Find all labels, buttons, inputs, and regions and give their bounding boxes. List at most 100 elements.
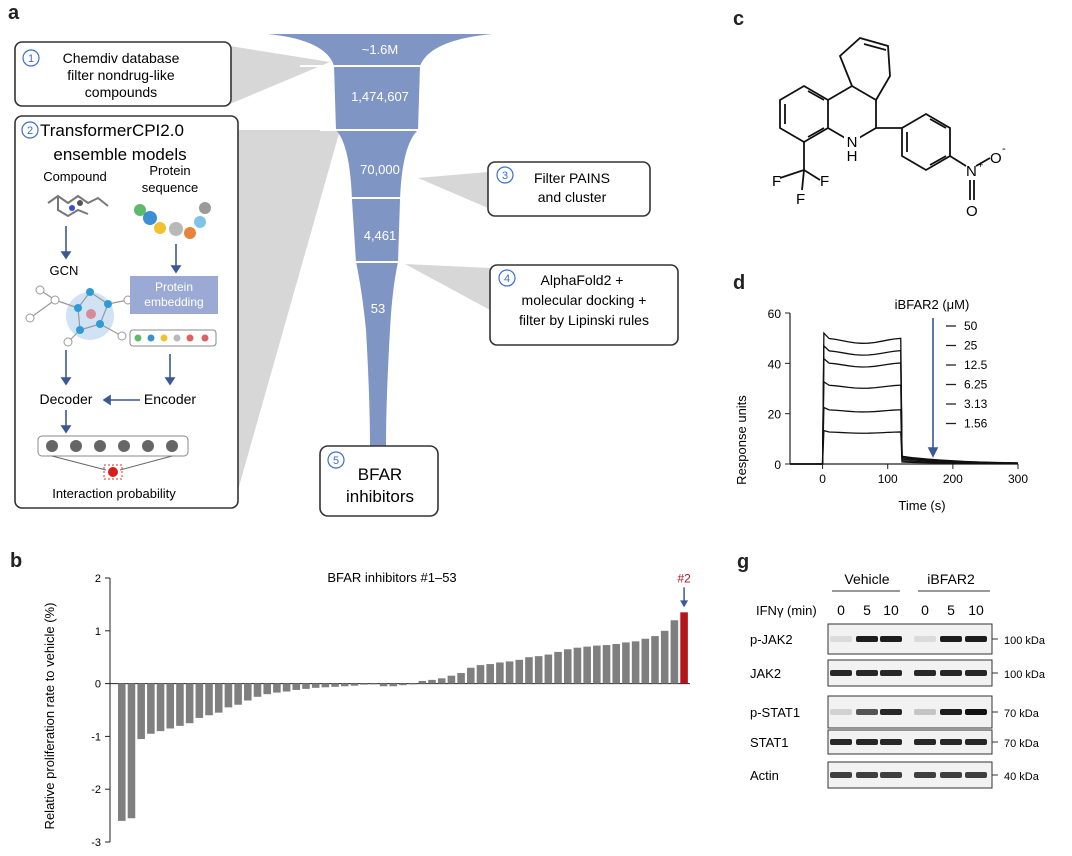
bar	[176, 683, 184, 726]
step-5-number: 5	[333, 455, 339, 467]
step-1-circle	[22, 49, 40, 67]
bar	[554, 651, 562, 684]
bar	[593, 645, 601, 684]
charge-plus: +	[978, 160, 983, 170]
decoder-label: Decoder	[40, 391, 93, 407]
blot-band	[856, 709, 878, 715]
bar	[166, 683, 175, 729]
bar	[302, 683, 310, 689]
blot-treatment-label: IFNγ (min)	[756, 603, 817, 618]
atom-f3: F	[796, 191, 805, 208]
atom-nh: N	[847, 134, 858, 151]
bar	[253, 683, 262, 697]
bar	[602, 645, 611, 684]
decoder-layer	[37, 435, 189, 457]
spr-legend-entry: 1.56	[964, 417, 988, 431]
blot-band	[940, 772, 962, 778]
bar	[185, 683, 194, 724]
spr-y-tick: 60	[768, 307, 782, 321]
y-tick-label: -2	[91, 784, 101, 796]
highlight-label: #2	[677, 571, 691, 585]
bar	[311, 683, 320, 688]
bar	[525, 657, 533, 684]
step-5-box	[319, 445, 439, 517]
step-4-number: 4	[504, 273, 510, 285]
blot-band	[880, 670, 902, 676]
gcn-label: GCN	[50, 263, 79, 278]
blot-band	[940, 739, 962, 745]
y-tick-label: 1	[95, 626, 101, 638]
blot-group-ibfar2: iBFAR2	[927, 571, 975, 587]
step-3-box	[487, 161, 651, 217]
bar	[651, 636, 659, 684]
protein-embedding-box	[130, 276, 218, 314]
blot-band	[830, 709, 852, 715]
step-3-line-2: and cluster	[538, 189, 607, 205]
blot-band	[880, 739, 902, 745]
funnel-shape	[268, 34, 492, 446]
callout-wedge-1	[230, 46, 330, 104]
bar	[234, 683, 242, 705]
step-1-line-3: compounds	[85, 84, 157, 100]
step-4-box	[489, 264, 679, 346]
proliferation-bar-chart: Relative proliferation rate to vehicle (…	[42, 570, 691, 849]
spr-y-tick: 20	[768, 408, 782, 422]
bar	[127, 683, 136, 819]
bar	[467, 667, 475, 684]
atom-o2: O	[966, 203, 978, 220]
blot-band	[856, 739, 878, 745]
bar	[573, 647, 582, 684]
y-tick-label: -3	[91, 837, 101, 849]
step-3-number: 3	[502, 170, 508, 182]
step-5-line-1: BFAR	[358, 465, 402, 484]
bar	[447, 675, 456, 684]
bar	[476, 665, 485, 684]
bar	[660, 630, 669, 684]
funnel-level-3: 70,000	[360, 162, 400, 177]
gcn-graph	[25, 285, 133, 347]
bar	[331, 683, 339, 687]
step-2-title-1: TransformerCPI2.0	[40, 121, 184, 140]
blot-membrane	[827, 623, 993, 655]
funnel-level-4: 4,461	[364, 228, 397, 243]
blot-band	[830, 670, 852, 676]
blot-row-label: p-STAT1	[750, 705, 800, 720]
charge-minus: -	[1002, 143, 1006, 155]
bar	[321, 683, 330, 688]
blot-row-label: STAT1	[750, 735, 789, 750]
spr-x-tick: 0	[819, 472, 826, 486]
spr-legend-entry: 50	[964, 319, 978, 333]
callout-wedge-3	[418, 172, 488, 208]
bar	[544, 654, 553, 684]
blot-band	[830, 636, 852, 642]
atom-n: N	[966, 163, 977, 180]
blot-band	[880, 709, 902, 715]
blot-membrane	[827, 695, 993, 729]
bar	[418, 680, 427, 684]
bar	[205, 683, 213, 716]
blot-row-label: p-JAK2	[750, 632, 793, 647]
molecule-structure: N H F F F N + O - O	[772, 36, 1006, 220]
step-1-line-2: filter nondrug-like	[67, 67, 175, 83]
spr-x-tick: 200	[943, 472, 963, 486]
blot-time-label: 5	[947, 602, 955, 618]
step-1-line-1: Chemdiv database	[63, 50, 180, 66]
atom-f2: F	[820, 173, 829, 190]
step-1-number: 1	[28, 53, 34, 65]
spr-curve	[790, 429, 1019, 465]
blot-band	[856, 772, 878, 778]
blot-kda-label: 70 kDa	[1004, 738, 1040, 750]
bar	[486, 664, 494, 684]
bar	[244, 683, 252, 701]
bar	[622, 642, 630, 684]
protein-sequence-beads	[134, 202, 211, 239]
step-1-box	[14, 41, 232, 107]
chart-ylabel: Relative proliferation rate to vehicle (…	[42, 603, 57, 830]
bar	[641, 638, 650, 684]
embed-label-1: Protein	[155, 280, 193, 294]
spr-legend-title: iBFAR2 (μM)	[895, 297, 970, 312]
compound-structure-image	[47, 194, 109, 218]
bar	[670, 620, 679, 684]
